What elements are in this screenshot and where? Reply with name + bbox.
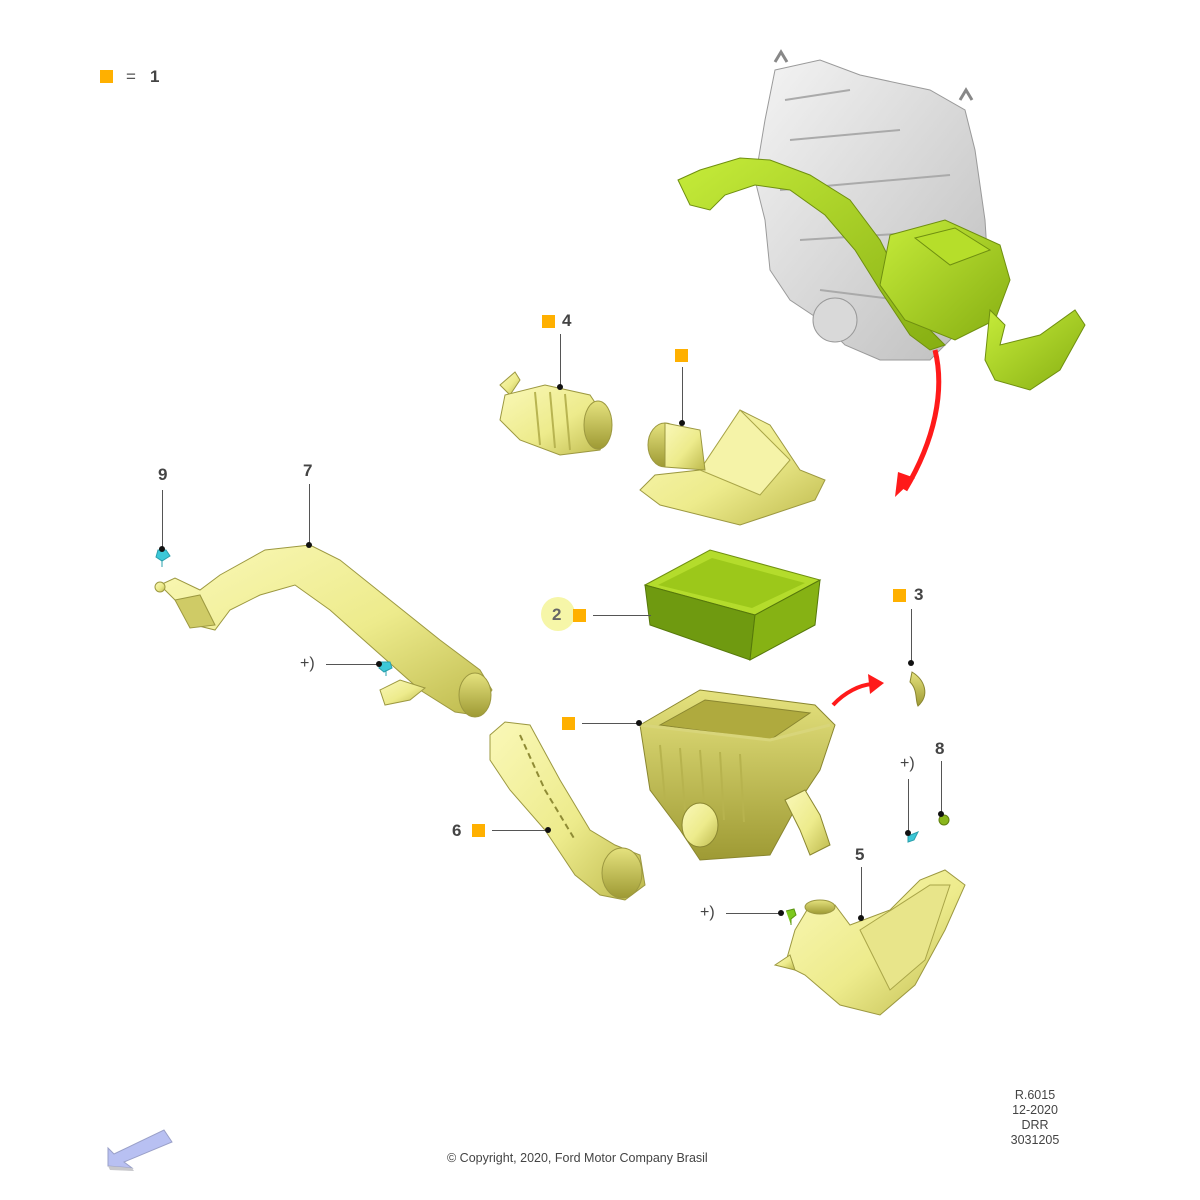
leader-3 [911, 609, 912, 661]
plus-marker-b: +) [900, 755, 915, 772]
ref-line-3: DRR [1021, 1118, 1049, 1132]
leader-plus-b [908, 779, 909, 831]
plus-marker-c: +) [700, 904, 715, 921]
callout-7[interactable]: 7 [303, 461, 313, 480]
leader-5-end [858, 915, 864, 921]
leader-9-end [159, 546, 165, 552]
callout-4[interactable]: 4 [562, 311, 572, 330]
leader-4-end [557, 384, 563, 390]
qty-marker-4 [542, 315, 555, 328]
qty-marker-cover [675, 349, 688, 362]
leader-cover-end [679, 420, 685, 426]
back-arrow-button[interactable] [102, 1122, 182, 1172]
legend-value: 1 [150, 67, 160, 86]
leader-5 [861, 867, 862, 917]
part-air-cleaner-cover [639, 409, 826, 526]
callout-9[interactable]: 9 [158, 465, 168, 484]
callout-3[interactable]: 3 [914, 585, 924, 604]
callout-5[interactable]: 5 [855, 845, 865, 864]
qty-marker-3 [893, 589, 906, 602]
leader-8 [941, 761, 942, 813]
leader-plus-c-end [778, 910, 784, 916]
leader-housing-end [636, 720, 642, 726]
leader-7 [309, 484, 310, 544]
ref-line-2: 12-2020 [1012, 1103, 1058, 1117]
leader-plus-a-end [376, 661, 382, 667]
back-arrow-icon [107, 1129, 173, 1171]
part-8-grommet [938, 814, 950, 826]
leader-4 [560, 334, 561, 386]
legend-equals: = [126, 67, 136, 86]
plus-marker-a: +) [300, 655, 315, 672]
part-4-resonator-hose [499, 371, 613, 456]
engine-overview [677, 49, 1086, 391]
qty-marker-housing [562, 717, 575, 730]
leader-8-end [938, 811, 944, 817]
leader-plus-c [726, 913, 780, 914]
fastener-push-pin-a [378, 661, 393, 676]
part-7-inlet-duct [154, 544, 493, 718]
part-2-air-filter [643, 549, 822, 661]
leader-housing [582, 723, 638, 724]
leader-2 [593, 615, 651, 616]
fastener-clip-c [785, 908, 797, 925]
part-5-resonator [773, 869, 966, 1016]
part-9-push-pin [155, 549, 171, 567]
callout-6[interactable]: 6 [452, 821, 462, 840]
direction-arrow-main [902, 349, 942, 492]
leader-6-end [545, 827, 551, 833]
callout-2[interactable]: 2 [552, 605, 562, 624]
callout-8[interactable]: 8 [935, 739, 945, 758]
reference-block: R.6015 12-2020 DRR 3031205 [1000, 1088, 1070, 1148]
direction-arrow-clip [831, 682, 873, 707]
leader-7-end [306, 542, 312, 548]
part-6-intake-hose [489, 721, 646, 901]
fastener-push-pin-b [907, 831, 920, 843]
leader-3-end [908, 660, 914, 666]
qty-marker-2 [573, 609, 586, 622]
ref-line-1: R.6015 [1014, 1088, 1056, 1102]
highlight-circle-2 [541, 597, 575, 631]
legend-quantity-square [100, 70, 113, 83]
part-3-clip [909, 671, 926, 707]
leader-9 [162, 490, 163, 548]
qty-marker-6 [472, 824, 485, 837]
leader-plus-b-end [905, 830, 911, 836]
leader-6 [492, 830, 547, 831]
ref-line-4: 3031205 [1010, 1133, 1060, 1147]
leader-cover [682, 367, 683, 422]
part-air-cleaner-housing [639, 689, 836, 861]
leader-plus-a [326, 664, 378, 665]
copyright-text: © Copyright, 2020, Ford Motor Company Br… [447, 1151, 708, 1165]
